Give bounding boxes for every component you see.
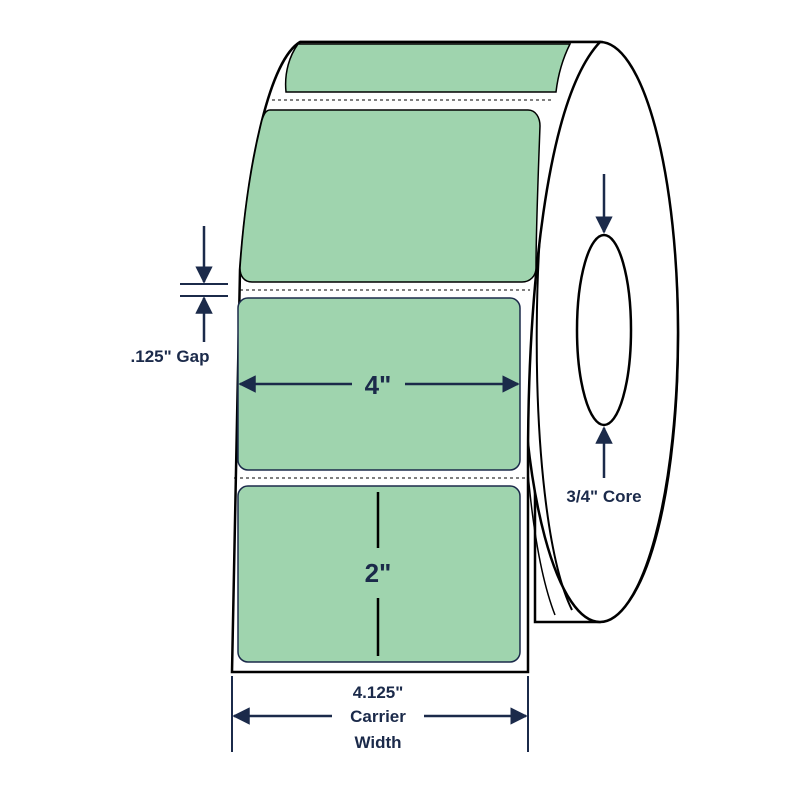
label-curved-2	[239, 109, 541, 283]
carrier-text-line1: 4.125"	[353, 683, 404, 702]
label-width-text: 4"	[365, 370, 392, 400]
label-front-bottom	[237, 485, 521, 663]
gap-text: .125" Gap	[131, 347, 210, 366]
carrier-text-line2: Carrier	[350, 707, 406, 726]
label-height-text: 2"	[365, 558, 392, 588]
core-text: 3/4" Core	[566, 487, 641, 506]
label-front-4x2	[237, 297, 521, 471]
label-top-curved	[284, 43, 572, 93]
carrier-text-line3: Width	[354, 733, 401, 752]
core-hole	[575, 233, 633, 427]
